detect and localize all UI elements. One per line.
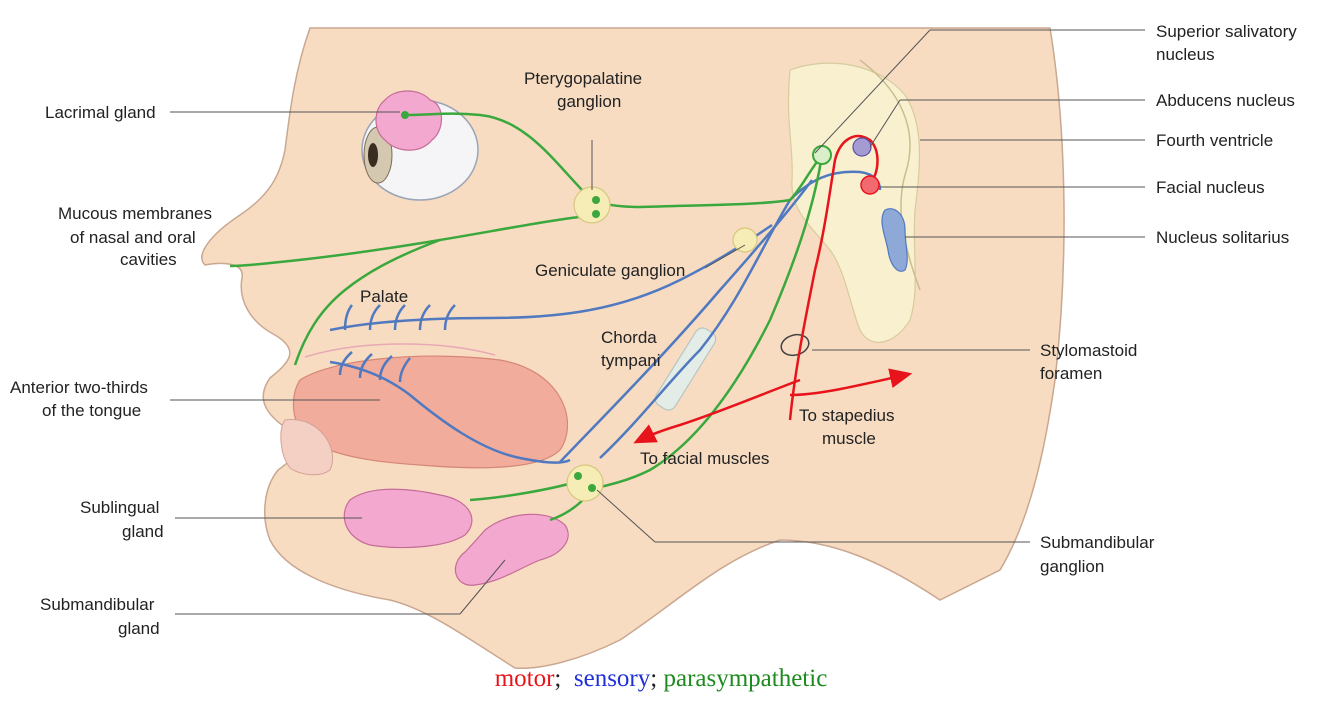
label-mucous-membranes-3: cavities (120, 250, 177, 269)
label-to-stapedius-1: To stapedius (799, 406, 894, 425)
label-chorda-tympani-2: tympani (601, 351, 661, 370)
label-stylomastoid-1: Stylomastoid (1040, 341, 1137, 360)
legend-separator-2: ; (650, 665, 663, 692)
label-fourth-ventricle: Fourth ventricle (1156, 131, 1273, 150)
facial-nucleus (861, 176, 879, 194)
label-submandibular-gland-1: Submandibular (40, 595, 155, 614)
label-superior-salivatory-2: nucleus (1156, 45, 1215, 64)
label-superior-salivatory-1: Superior salivatory (1156, 22, 1297, 41)
legend-motor: motor (495, 665, 555, 692)
label-mucous-membranes-2: of nasal and oral (70, 228, 196, 247)
label-pterygopalatine-2: ganglion (557, 92, 621, 111)
abducens-nucleus (853, 138, 871, 156)
label-submandibular-ganglion-2: ganglion (1040, 557, 1104, 576)
label-palate: Palate (360, 287, 408, 306)
submandibular-ganglion (567, 465, 603, 501)
label-abducens-nucleus: Abducens nucleus (1156, 91, 1295, 110)
label-nucleus-solitarius: Nucleus solitarius (1156, 228, 1289, 247)
label-anterior-tongue-2: of the tongue (42, 401, 141, 420)
legend-parasympathetic: parasympathetic (663, 665, 827, 692)
label-anterior-tongue-1: Anterior two-thirds (10, 378, 148, 397)
label-submandibular-ganglion-1: Submandibular (1040, 533, 1155, 552)
label-to-facial-muscles: To facial muscles (640, 449, 769, 468)
label-geniculate-ganglion: Geniculate ganglion (535, 261, 685, 280)
label-submandibular-gland-2: gland (118, 619, 160, 638)
label-chorda-tympani-1: Chorda (601, 328, 657, 347)
label-lacrimal-gland: Lacrimal gland (45, 103, 156, 122)
head-silhouette (202, 28, 1064, 668)
label-facial-nucleus: Facial nucleus (1156, 178, 1265, 197)
sublingual-gland (344, 489, 472, 547)
geniculate-ganglion (733, 228, 757, 252)
label-pterygopalatine-1: Pterygopalatine (524, 69, 642, 88)
pterygopalatine-ganglion (574, 187, 610, 223)
legend-separator-1: ; (554, 665, 573, 692)
label-to-stapedius-2: muscle (822, 429, 876, 448)
superior-salivatory-nucleus (813, 146, 831, 164)
legend-sensory: sensory (574, 665, 650, 692)
label-sublingual-gland-2: gland (122, 522, 164, 541)
label-mucous-membranes-1: Mucous membranes (58, 204, 212, 223)
color-legend: motor; sensory; parasympathetic (0, 664, 1322, 694)
label-stylomastoid-2: foramen (1040, 364, 1102, 383)
label-sublingual-gland-1: Sublingual (80, 498, 159, 517)
